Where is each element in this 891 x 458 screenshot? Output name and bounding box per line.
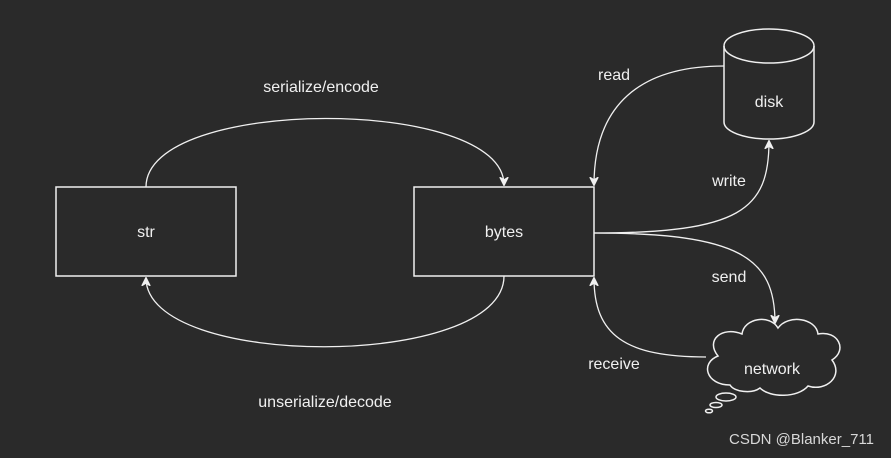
disk-node: disk	[723, 28, 815, 140]
network-cloud	[706, 318, 841, 396]
edge-read: read	[594, 65, 725, 185]
disk-cylinder-top	[723, 28, 815, 64]
bytes-label: bytes	[485, 224, 523, 241]
edge-read-line	[594, 65, 725, 185]
edge-receive-label: receive	[588, 356, 640, 373]
edge-serialize-label: serialize/encode	[263, 79, 379, 96]
edge-write-label: write	[711, 173, 746, 190]
edge-send-line	[593, 232, 775, 323]
watermark-text: CSDN @Blanker_711	[729, 431, 874, 448]
network-cloud-bubble-medium	[709, 401, 723, 409]
disk-cylinder-body	[723, 46, 815, 140]
edge-unserialize: unserialize/decode	[146, 275, 505, 411]
disk-label: disk	[755, 94, 784, 111]
edge-unserialize-line	[146, 275, 505, 348]
edge-serialize-line	[145, 117, 504, 188]
edge-unserialize-label: unserialize/decode	[258, 394, 392, 411]
edge-receive-line	[594, 278, 707, 358]
edge-write-line	[593, 141, 769, 234]
network-cloud-bubble-large	[715, 392, 737, 402]
edge-serialize: serialize/encode	[145, 79, 504, 188]
edge-send-label: send	[712, 269, 747, 286]
network-label: network	[744, 361, 801, 378]
str-label: str	[137, 224, 155, 241]
network-node: network	[704, 318, 841, 414]
edge-write: write	[593, 141, 769, 234]
edge-send: send	[593, 232, 775, 323]
network-cloud-bubble-small	[704, 408, 714, 414]
bytes-node: bytes	[413, 186, 595, 277]
edge-read-label: read	[598, 67, 630, 84]
edge-receive: receive	[588, 278, 707, 373]
str-node: str	[55, 186, 237, 277]
